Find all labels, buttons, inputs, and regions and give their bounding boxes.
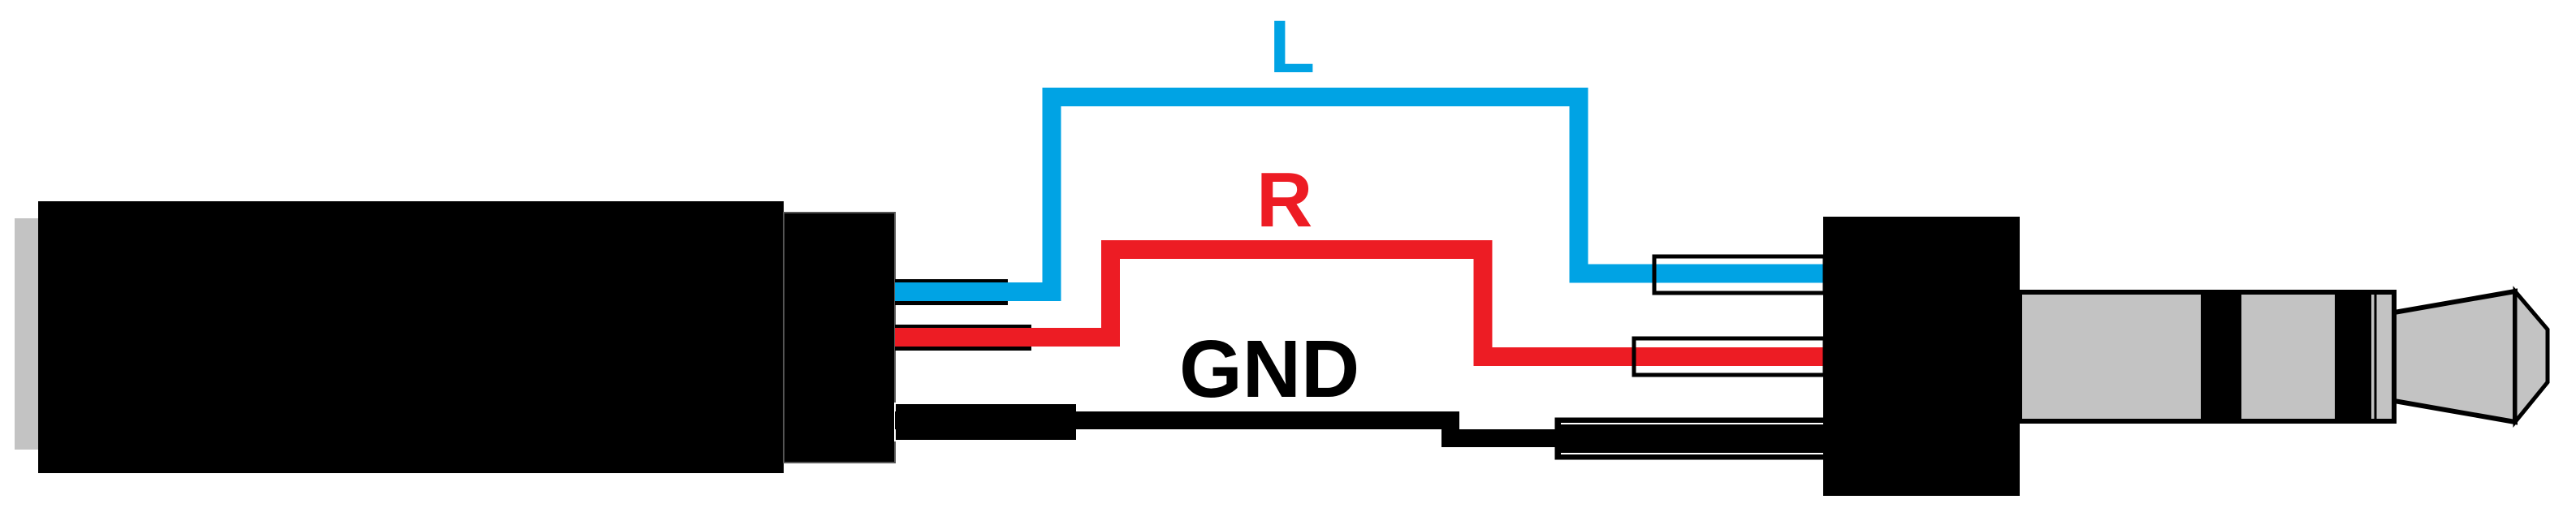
jack-body (38, 201, 784, 473)
wire-right-channel (895, 240, 1823, 366)
jack-back-plate (15, 218, 39, 450)
wire-left-channel (895, 88, 1823, 301)
plug-ring-insulator-1 (2201, 292, 2241, 421)
plug-ring-insulator-2 (2335, 292, 2371, 421)
plug-tip (2392, 288, 2518, 425)
label-ground: GND (1179, 324, 1359, 415)
label-left-channel: L (1269, 6, 1315, 88)
plug-body (1823, 217, 2020, 496)
female-jack (15, 201, 896, 473)
label-right-channel: R (1256, 157, 1312, 243)
plug-tip-cap (2513, 286, 2550, 428)
male-plug (1823, 217, 2550, 496)
right-sleeve-gnd (1554, 417, 1827, 460)
jack-collar (783, 212, 896, 463)
